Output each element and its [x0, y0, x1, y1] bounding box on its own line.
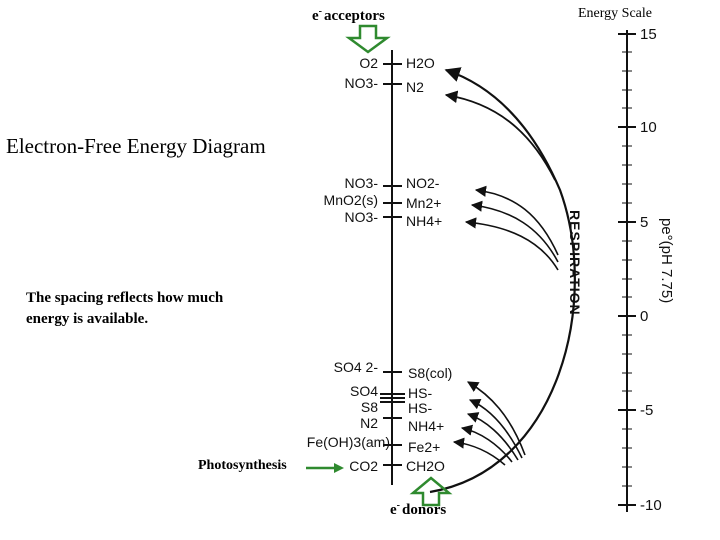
donors-prefix: e [390, 502, 397, 518]
couple-right-9: Fe2+ [408, 439, 440, 455]
photosynthesis-label: Photosynthesis [198, 458, 287, 473]
couple-left-9: Fe(OH)3(am) [307, 434, 390, 450]
couple-left-6: SO4 [350, 383, 378, 399]
lower-arrows [452, 381, 526, 466]
arrow-no3-nh4 [464, 217, 559, 271]
acceptors-prefix: e [312, 8, 319, 24]
couple-right-1: N2 [406, 79, 424, 95]
energy-scale-minor [622, 51, 632, 487]
scale-tick-5: 5 [640, 214, 648, 231]
couple-left-1: NO3- [345, 75, 379, 91]
couple-left-5: SO4 2- [334, 359, 379, 375]
couple-right-8: NH4+ [408, 418, 444, 434]
couple-right-10: CH2O [406, 458, 445, 474]
couple-left-8: N2 [360, 415, 378, 431]
donors-sup: - [396, 500, 401, 511]
respiration-arc-no3-n2 [444, 90, 556, 181]
middle-arrows [464, 185, 559, 271]
respiration-arc-o2 [429, 67, 576, 494]
arrow-mno2-mn [470, 200, 559, 263]
scale-tick-15: 15 [640, 26, 657, 43]
couple-left-0: O2 [359, 55, 378, 71]
energy-scale-axis-label: pe°(pH 7.75) [658, 218, 675, 303]
left-couples: O2 NO3- NO3- MnO2(s) NO3- SO4 2- SO4 S8 … [307, 55, 390, 474]
acceptors-sup: - [318, 6, 323, 17]
arrow-no3-no2 [474, 185, 559, 256]
arrow-so4-hs [468, 398, 523, 459]
couple-left-10: CO2 [349, 458, 378, 474]
acceptors-label: e-acceptors [312, 6, 385, 25]
donor-arrow-icon [409, 476, 453, 507]
couple-left-2: NO3- [345, 175, 379, 191]
couple-right-4: NH4+ [406, 213, 442, 229]
acceptor-arrow-icon [345, 24, 391, 54]
respiration-label: RESPIRATION [567, 210, 583, 316]
couple-right-3: Mn2+ [406, 195, 441, 211]
arrow-s8-hs [466, 412, 519, 461]
energy-scale-tick-labels: 15 10 5 0 -5 -10 [640, 26, 662, 514]
couple-left-7: S8 [361, 399, 378, 415]
couple-right-2: NO2- [406, 175, 440, 191]
energy-scale-title: Energy Scale [578, 6, 652, 21]
couple-right-0: H2O [406, 55, 435, 71]
acceptors-text: acceptors [324, 8, 385, 24]
couple-left-4: NO3- [345, 209, 379, 225]
couple-right-5: S8(col) [408, 365, 452, 381]
spacing-note: The spacing reflects how much energy is … [26, 290, 224, 327]
ladder-ticks [380, 63, 405, 466]
arrow-n2-nh4 [460, 424, 513, 463]
couple-right-7: HS- [408, 400, 432, 416]
right-couples: H2O N2 NO2- Mn2+ NH4+ S8(col) HS- HS- NH… [406, 55, 452, 474]
photosynthesis-arrowhead-icon [334, 463, 344, 473]
couple-right-6: HS- [408, 385, 432, 401]
diagram-title: Electron-Free Energy Diagram [6, 134, 266, 158]
scale-tick-10: 10 [640, 119, 657, 136]
scale-tick-minus5: -5 [640, 402, 653, 419]
arrow-fe [452, 437, 506, 466]
energy-scale-ticks [618, 33, 636, 506]
couple-left-3: MnO2(s) [324, 192, 378, 208]
scale-tick-0: 0 [640, 308, 648, 325]
scale-tick-minus10: -10 [640, 497, 662, 514]
arrow-so4-s8 [467, 381, 526, 456]
